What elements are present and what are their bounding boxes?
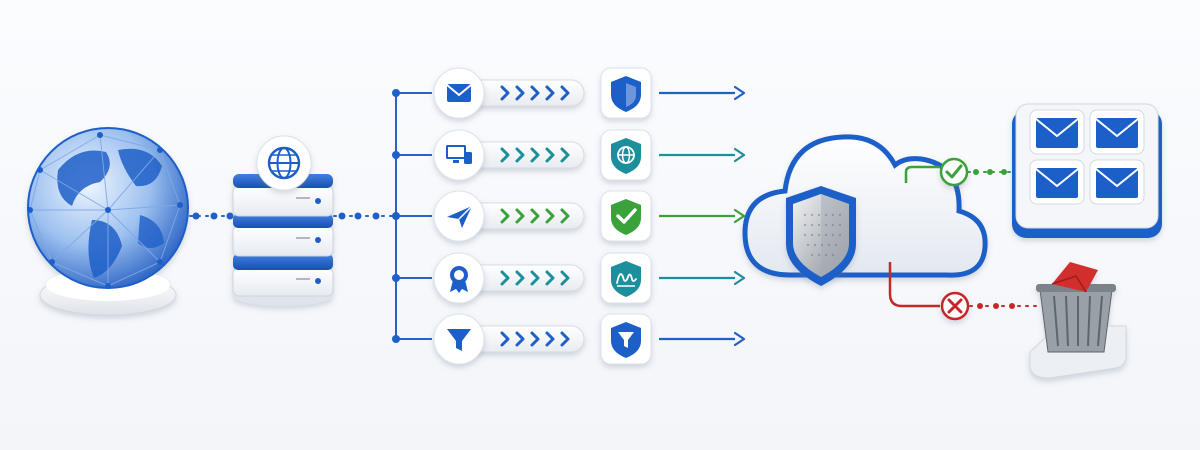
- award-ribbon-icon: [433, 252, 485, 304]
- arrow-head-icon: [733, 270, 746, 286]
- chevron-right-icon: [560, 270, 570, 286]
- chevron-right-icon: [515, 147, 525, 163]
- chevron-right-icon: [560, 147, 570, 163]
- chevron-right-icon: [530, 85, 540, 101]
- chevron-right-icon: [545, 208, 555, 224]
- arrow-head-icon: [733, 331, 746, 347]
- chevron-right-icon: [545, 147, 555, 163]
- branch-node: [392, 151, 400, 159]
- chevron-right-icon: [530, 147, 540, 163]
- rejected-path: [888, 262, 1037, 309]
- chevron-right-icon: [500, 270, 510, 286]
- chevron-right-icon: [515, 208, 525, 224]
- chevron-right-icon: [515, 331, 525, 347]
- x-icon: [940, 291, 970, 321]
- filter-row: [392, 252, 746, 304]
- branch-node: [392, 274, 400, 282]
- filter-row: [392, 67, 746, 119]
- chevron-right-icon: [545, 331, 555, 347]
- globe-icon: [256, 135, 312, 191]
- connector-globe-to-server: [189, 212, 234, 220]
- chevron-right-icon: [560, 208, 570, 224]
- envelope-tile: [1089, 159, 1145, 205]
- chevron-right-icon: [530, 208, 540, 224]
- shield-globe-icon: [600, 129, 652, 181]
- chevron-right-icon: [530, 270, 540, 286]
- chevron-right-icon: [545, 85, 555, 101]
- branch-node: [392, 335, 400, 343]
- monitor-devices-icon: [433, 129, 485, 181]
- check-icon: [939, 157, 969, 187]
- connector-server-to-branch: [333, 212, 397, 220]
- arrow-head-icon: [733, 208, 746, 224]
- envelope-tile: [1029, 109, 1085, 155]
- chevron-right-icon: [500, 85, 510, 101]
- trash-bin-icon: [1029, 262, 1127, 379]
- shield-signature-icon: [600, 252, 652, 304]
- arrow-head-icon: [733, 147, 746, 163]
- arrow-head-icon: [733, 85, 746, 101]
- chevron-right-icon: [560, 85, 570, 101]
- filter-row: [392, 190, 746, 242]
- shield-funnel-icon: [600, 313, 652, 365]
- chevron-right-icon: [560, 331, 570, 347]
- mail-server: [232, 174, 334, 306]
- chevron-right-icon: [500, 147, 510, 163]
- chevron-right-icon: [500, 331, 510, 347]
- cloud-shield-icon: [786, 186, 856, 286]
- branch-node: [392, 89, 400, 97]
- envelope-tile: [1029, 159, 1085, 205]
- chevron-right-icon: [545, 270, 555, 286]
- shield-icon: [600, 67, 652, 119]
- internet-globe: [27, 127, 189, 316]
- paper-plane-icon: [433, 190, 485, 242]
- filter-rows: [392, 67, 746, 365]
- chevron-right-icon: [530, 331, 540, 347]
- accepted-path: [904, 165, 1013, 183]
- chevron-right-icon: [500, 208, 510, 224]
- funnel-icon: [433, 313, 485, 365]
- branch-node: [392, 212, 400, 220]
- inbox-envelopes-icon: [1012, 103, 1162, 238]
- envelope-tile: [1089, 109, 1145, 155]
- filter-row: [392, 129, 746, 181]
- chevron-right-icon: [515, 85, 525, 101]
- chevron-right-icon: [515, 270, 525, 286]
- envelope-icon: [433, 67, 485, 119]
- shield-check-icon: [600, 190, 652, 242]
- filter-row: [392, 313, 746, 365]
- cloud-gateway: [742, 134, 988, 278]
